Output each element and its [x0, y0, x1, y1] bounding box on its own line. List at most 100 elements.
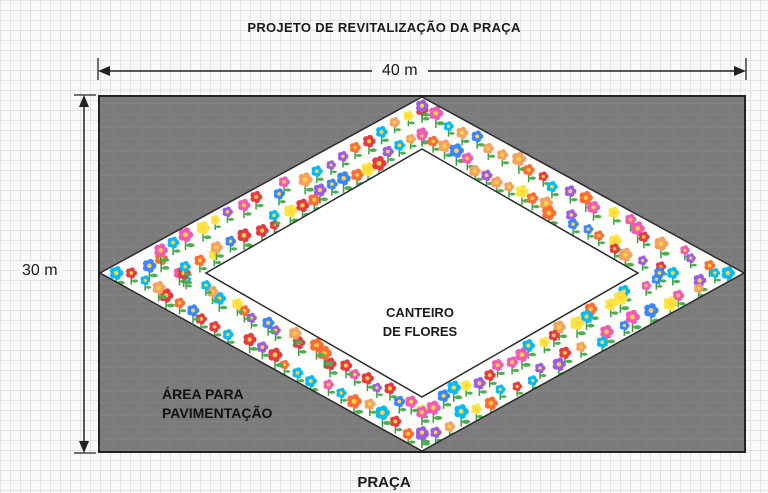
diagram-title: PROJETO DE REVITALIZAÇÃO DA PRAÇA: [247, 20, 521, 35]
flower-icon: [456, 126, 470, 146]
flower-icon: [313, 183, 329, 204]
flower-icon: [243, 332, 258, 354]
flower-icon: [337, 151, 350, 168]
flower-icon: [429, 106, 445, 128]
flower-icon: [686, 253, 697, 269]
flower-icon: [382, 145, 395, 164]
flower-icon: [298, 172, 314, 195]
arrow-down-icon: [79, 441, 89, 453]
flower-icon: [426, 400, 443, 423]
flower-icon: [437, 389, 452, 409]
flower-bed-label: CANTEIRO DE FLORES: [350, 303, 490, 341]
flower-icon: [526, 192, 540, 211]
flower-icon: [126, 267, 139, 285]
flower-icon: [167, 236, 181, 255]
flower-icon: [471, 403, 483, 421]
flower-icon: [363, 134, 377, 155]
height-dimension: [74, 94, 96, 454]
flower-icon: [268, 347, 284, 370]
flower-icon: [512, 151, 528, 174]
flower-icon: [641, 280, 653, 296]
plaza-label: PRAÇA: [357, 474, 411, 491]
flower-icon: [522, 339, 537, 359]
flower-icon: [523, 164, 536, 183]
flower-icon: [326, 160, 337, 175]
arrow-right-icon: [734, 66, 746, 76]
flower-icon: [447, 380, 463, 402]
flower-icon: [417, 131, 429, 147]
flower-icon: [583, 224, 595, 240]
flower-icon: [323, 379, 335, 396]
flower-icon: [484, 396, 500, 418]
flower-icon: [504, 181, 516, 198]
bed-label-line2: DE FLORES: [382, 324, 458, 339]
flower-icon: [262, 316, 276, 336]
flower-icon: [416, 426, 430, 446]
flower-icon: [292, 367, 305, 385]
flower-icon: [515, 347, 531, 370]
flower-icon: [667, 266, 681, 286]
height-label: 30 m: [18, 262, 62, 280]
flower-icon: [178, 227, 195, 251]
flower-icon: [618, 247, 634, 270]
flower-icon: [154, 243, 170, 265]
flower-icon: [471, 130, 485, 149]
flower-icon: [495, 384, 507, 400]
flower-icon: [484, 369, 497, 388]
flower-icon: [340, 359, 354, 379]
width-dimension: [97, 58, 747, 80]
flower-icon: [539, 337, 551, 354]
plaza-area: [98, 95, 746, 453]
flower-icon: [596, 336, 610, 355]
flower-icon: [406, 134, 417, 150]
flower-icon: [109, 266, 125, 288]
flower-icon: [638, 255, 649, 271]
flower-icon: [284, 204, 299, 225]
flower-icon: [542, 205, 558, 228]
flower-icon: [605, 298, 619, 318]
flower-icon: [405, 395, 419, 415]
flower-icon: [372, 382, 383, 398]
flower-icon: [196, 221, 212, 242]
flower-icon: [195, 313, 209, 331]
flower-icon: [256, 341, 270, 360]
flower-icon: [483, 142, 496, 160]
paving-label-line2: PAVIMENTAÇÃO: [162, 405, 273, 421]
flower-icon: [587, 200, 602, 221]
flower-icon: [222, 206, 234, 223]
flower-icon: [546, 180, 559, 199]
bed-label-line1: CANTEIRO: [386, 305, 454, 320]
flower-icon: [194, 254, 207, 273]
flower-icon: [402, 428, 416, 446]
flower-icon: [568, 218, 580, 236]
flower-icon: [361, 372, 376, 392]
flower-icon: [654, 236, 670, 259]
flower-icon: [292, 336, 307, 357]
flower-icon: [416, 405, 430, 426]
flower-icon: [268, 209, 281, 227]
flower-icon: [491, 358, 505, 378]
flower-icon: [619, 320, 631, 336]
flower-icon: [209, 320, 222, 339]
flower-icon: [430, 426, 443, 445]
flower-icon: [375, 405, 392, 428]
flower-icon: [389, 117, 402, 134]
arrow-left-icon: [98, 66, 110, 76]
flower-icon: [609, 243, 622, 260]
flower-icon: [179, 261, 192, 279]
paving-label-line1: ÁREA PARA: [162, 386, 244, 402]
flower-icon: [140, 275, 152, 291]
flower-icon: [512, 381, 524, 397]
flower-icon: [506, 356, 520, 375]
flower-icon: [594, 230, 606, 247]
flower-icon: [473, 376, 487, 397]
flower-icon: [273, 188, 286, 206]
flower-icon: [570, 316, 586, 338]
flower-icon: [349, 141, 362, 160]
flower-icon: [210, 241, 225, 261]
flower-icon: [337, 171, 353, 193]
arrow-up-icon: [79, 95, 89, 107]
flower-icon: [438, 139, 453, 160]
flower-icon: [394, 139, 407, 157]
flower-icon: [469, 165, 483, 184]
